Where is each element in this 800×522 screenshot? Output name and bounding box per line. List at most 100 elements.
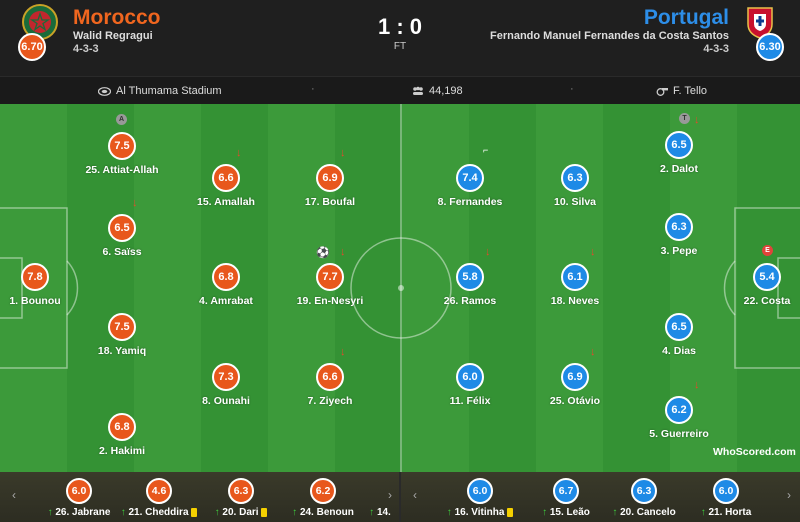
referee-info: F. Tello (656, 85, 707, 97)
player-name: 4. Dias (662, 345, 696, 357)
home-manager: Walid Regragui (73, 30, 153, 42)
player-rating: 6.3 (631, 478, 657, 504)
player-rating: 6.5 (108, 214, 136, 242)
player-rating: 6.9 (316, 164, 344, 192)
sub-off-arrow-icon: ↓ (694, 114, 700, 126)
player-name: 3. Pepe (660, 245, 698, 257)
away-team-name[interactable]: Portugal (643, 6, 729, 29)
chevron-left-icon[interactable]: ‹ (413, 488, 417, 502)
home-player[interactable]: ↓ 6.5 6. Saïss (67, 197, 177, 258)
player-name: 26. Ramos (443, 295, 497, 307)
player-name: 11. Félix (449, 395, 491, 407)
home-bench-player[interactable]: 6.0↑ 26. Jabrane (39, 478, 119, 518)
home-bench-player[interactable]: 6.2 ↑ 24. Benoun (283, 478, 363, 518)
player-name: 6. Saïss (102, 246, 142, 258)
yellow-card-icon (507, 507, 514, 517)
away-manager: Fernando Manuel Fernandes da Costa Santo… (490, 30, 729, 42)
player-rating: 6.8 (212, 263, 240, 291)
chevron-left-icon[interactable]: ‹ (12, 488, 16, 502)
home-bench-player[interactable]: 6.3↑ 20. Dari (201, 478, 281, 518)
away-bench-player[interactable]: 6.0↑ 16. Vitinha (440, 478, 520, 518)
away-bench-player[interactable]: 6.0 ↑ 21. Horta (686, 478, 766, 518)
home-bench-player[interactable]: ↑ 14. (340, 478, 420, 518)
player-name: 19. En-Nesyri (296, 295, 364, 307)
sub-in-arrow-icon: ↑ (700, 507, 706, 518)
away-player[interactable]: ↓6.1 18. Neves (520, 246, 630, 307)
sub-off-arrow-icon: ↓ (340, 147, 346, 159)
player-name: 5. Guerreiro (649, 428, 709, 440)
sub-off-arrow-icon: ↓ (132, 197, 138, 209)
away-team-rating: 6.30 (756, 33, 784, 61)
home-bench-player[interactable]: 4.6 ↑ 21. Cheddira (119, 478, 199, 518)
stadium-icon (98, 86, 111, 96)
match-header: 6.70 Morocco Walid Regragui 4-3-3 1 : 0 … (0, 0, 800, 76)
player-name: 18. Yamiq (97, 345, 147, 357)
separator-dot: · (570, 83, 574, 95)
player-rating: 6.1 (561, 263, 589, 291)
player-name: 20. Cancelo (620, 507, 676, 518)
portugal-crest-icon (747, 7, 773, 39)
sub-in-arrow-icon: ↑ (120, 507, 126, 518)
home-formation: 4-3-3 (73, 43, 99, 55)
separator-dot: · (311, 83, 315, 95)
yellow-card-icon (261, 507, 268, 517)
sub-in-arrow-icon: ↑ (47, 507, 53, 518)
sub-in-arrow-icon: ↑ (292, 507, 298, 518)
player-name: 15. Amallah (197, 196, 255, 208)
player-rating: 6.7 (553, 478, 579, 504)
home-player[interactable]: 6.8 2. Hakimi (67, 413, 177, 457)
player-name: 8. Ounahi (202, 395, 250, 407)
player-name: 21. Horta (708, 507, 752, 518)
player-rating: 6.0 (66, 478, 92, 504)
player-rating: 5.4 (753, 263, 781, 291)
player-rating: 7.3 (212, 363, 240, 391)
player-rating: 7.5 (108, 132, 136, 160)
player-name: 21. Cheddira (128, 507, 189, 518)
attendance-info: 44,198 (412, 85, 463, 97)
player-rating: 6.0 (713, 478, 739, 504)
player-name: 25. Attiat-Allah (85, 164, 159, 176)
player-rating: 6.2 (310, 478, 336, 504)
home-team-name[interactable]: Morocco (73, 6, 161, 29)
sub-off-arrow-icon: ↓ (485, 246, 491, 258)
tackle-icon: T (679, 113, 690, 124)
player-rating: 4.6 (146, 478, 172, 504)
whistle-icon (656, 88, 668, 96)
player-name: 2. Hakimi (98, 445, 146, 457)
goal-ball-icon: ⚽ (316, 247, 330, 259)
home-player[interactable]: ↓ 6.9 17. Boufal (275, 147, 385, 208)
sub-in-arrow-icon: ↑ (369, 507, 375, 518)
player-rating: 6.8 (108, 413, 136, 441)
home-player[interactable]: 7.3 8. Ounahi (171, 363, 281, 407)
sub-off-arrow-icon: ↓ (340, 346, 346, 358)
player-name: 17. Boufal (304, 196, 356, 208)
away-bench-player[interactable]: 6.7↑ 15. Leão (526, 478, 606, 518)
player-name: 24. Benoun (299, 507, 354, 518)
sub-off-arrow-icon: ↓ (590, 246, 596, 258)
chevron-right-icon[interactable]: › (388, 488, 392, 502)
player-name: 18. Neves (550, 295, 600, 307)
chevron-right-icon[interactable]: › (787, 488, 791, 502)
away-bench-player[interactable]: 6.3↑ 20. Cancelo (604, 478, 684, 518)
